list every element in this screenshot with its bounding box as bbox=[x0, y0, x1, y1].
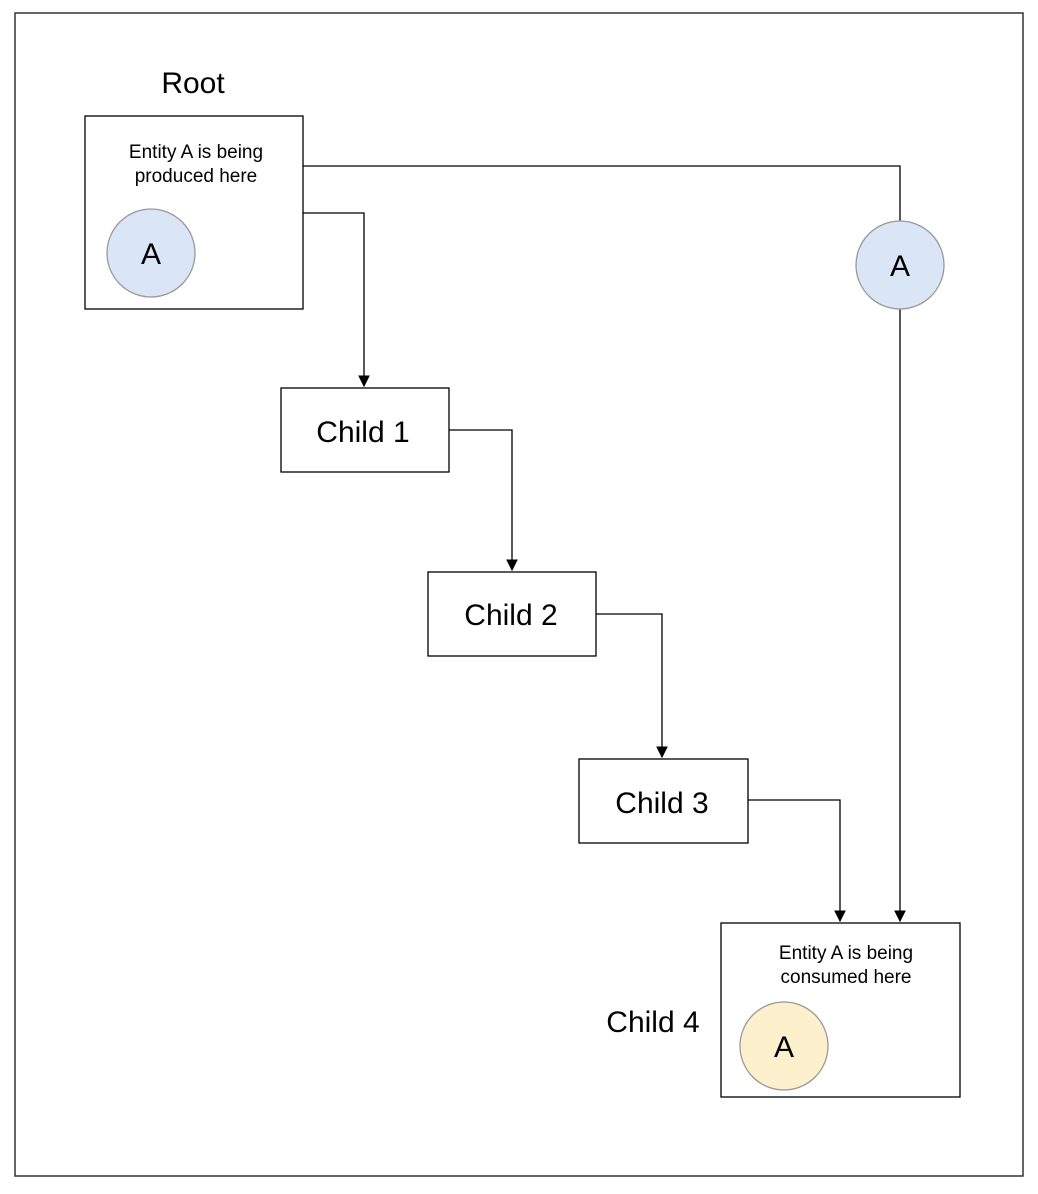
connectors bbox=[303, 165, 906, 923]
root-description-line1: Entity A is being bbox=[129, 142, 263, 163]
flow-entity-circle bbox=[855, 220, 945, 310]
edge-child3-to-child4 bbox=[748, 799, 846, 923]
child4-description-line1: Entity A is being bbox=[779, 943, 913, 964]
edge-child2-to-child3 bbox=[596, 613, 668, 759]
child4-title: Child 4 bbox=[606, 1006, 699, 1039]
child3-box bbox=[578, 758, 749, 844]
child1-box bbox=[280, 387, 450, 473]
edge-root-to-flow-entity bbox=[303, 165, 901, 221]
flow-entity-label: A bbox=[890, 250, 910, 283]
child3-label: Child 3 bbox=[615, 787, 708, 820]
child4-entity-label: A bbox=[774, 1031, 794, 1064]
child2-box bbox=[427, 571, 597, 657]
child1-label: Child 1 bbox=[316, 416, 409, 449]
child2-label: Child 2 bbox=[464, 599, 557, 632]
child4-description-line2: consumed here bbox=[781, 967, 912, 988]
child4-entity-circle bbox=[739, 1001, 829, 1091]
edge-child1-to-child2 bbox=[449, 429, 518, 572]
root-title: Root bbox=[161, 67, 225, 100]
edge-root-to-child1 bbox=[303, 212, 370, 388]
root-entity-circle bbox=[106, 208, 196, 298]
root-description-line2: produced here bbox=[135, 166, 258, 187]
root-entity-label: A bbox=[141, 238, 161, 271]
